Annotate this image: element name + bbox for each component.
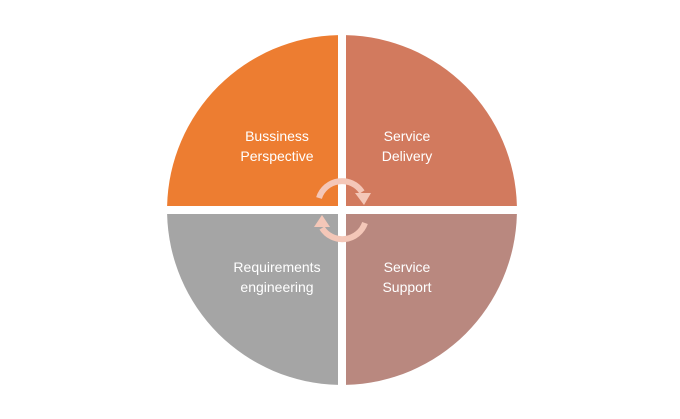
cycle-arrow-bottom	[319, 221, 368, 243]
label-line: Service	[383, 128, 431, 144]
label-line: Support	[382, 279, 432, 295]
quadrant-requirements-engineering	[167, 214, 338, 385]
cycle-arrow-top	[316, 178, 365, 200]
cycle-arrows-icon	[316, 178, 368, 243]
label-line: Bussiness	[245, 128, 309, 144]
label-line: Service	[383, 259, 431, 275]
quadrant-service-support	[346, 214, 517, 385]
label-service-delivery: Service Delivery	[347, 126, 467, 166]
label-service-support: Service Support	[347, 257, 467, 297]
label-line: engineering	[240, 279, 314, 295]
quadrant-service-delivery	[346, 35, 517, 206]
cycle-arrowhead-top	[355, 193, 371, 205]
cycle-arrowhead-bottom	[314, 215, 330, 227]
quadrant-business-perspective	[167, 35, 338, 206]
label-line: Delivery	[381, 148, 433, 164]
label-requirements-engineering: Requirements engineering	[217, 257, 337, 297]
label-line: Requirements	[233, 259, 321, 275]
label-business-perspective: Bussiness Perspective	[217, 126, 337, 166]
label-line: Perspective	[240, 148, 314, 164]
